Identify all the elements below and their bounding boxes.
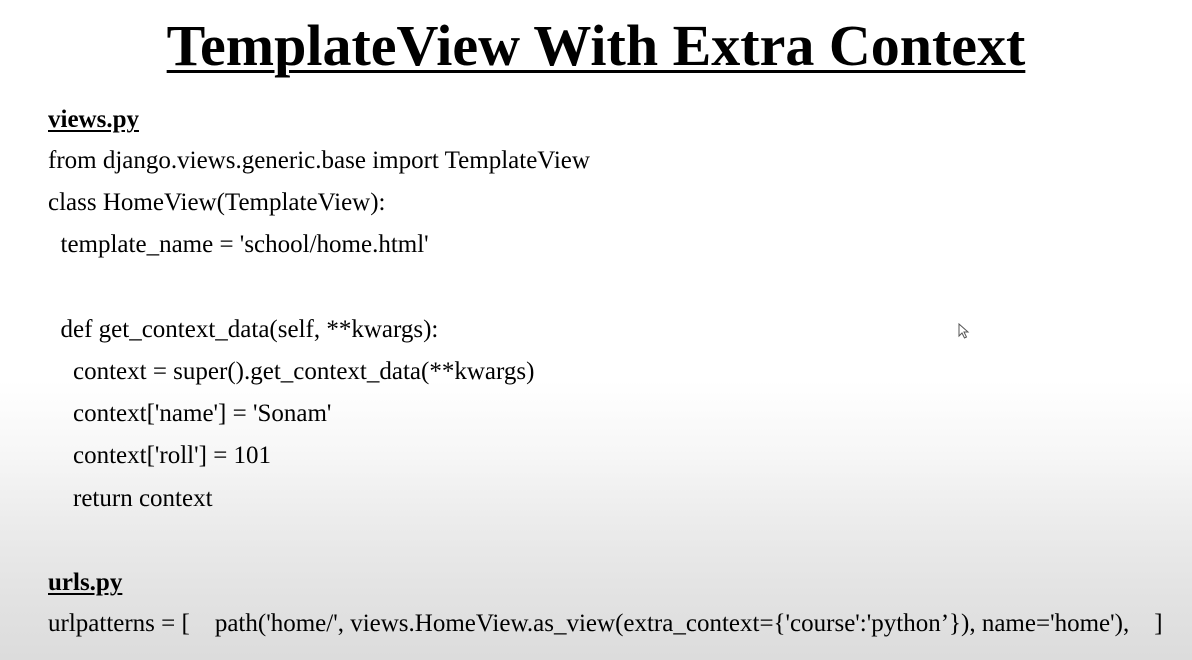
urls-file-heading: urls.py <box>48 569 123 596</box>
views-code-line: context['name'] = 'Sonam' <box>48 400 332 427</box>
views-code-line: context['roll'] = 101 <box>48 442 272 469</box>
urls-code-line: urlpatterns = [ path('home/', views.Home… <box>48 610 1163 637</box>
views-code-line: class HomeView(TemplateView): <box>48 189 386 216</box>
mouse-pointer-icon <box>958 323 970 339</box>
views-code-line: from django.views.generic.base import Te… <box>48 147 590 174</box>
views-code-line: def get_context_data(self, **kwargs): <box>48 316 439 343</box>
views-code-line: context = super().get_context_data(**kwa… <box>48 358 535 385</box>
views-code-line: template_name = 'school/home.html' <box>48 231 429 258</box>
views-file-heading: views.py <box>48 106 139 133</box>
views-code-line: return context <box>48 485 213 512</box>
slide-title: TemplateView With Extra Context <box>166 13 1026 78</box>
